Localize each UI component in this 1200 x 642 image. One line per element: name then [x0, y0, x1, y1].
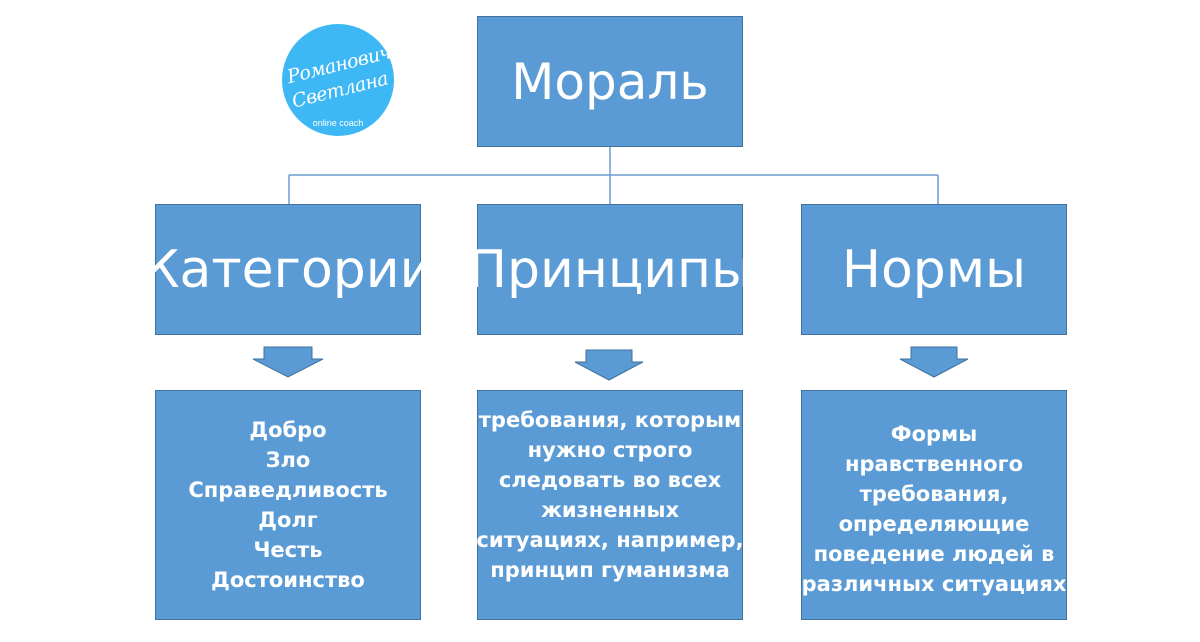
detail-line: жизненных: [540, 498, 680, 522]
detail-line: Формы: [890, 422, 978, 446]
root-node: Мораль: [477, 16, 743, 147]
branch-node-categories: Категории: [143, 204, 433, 335]
down-arrow-1: [252, 346, 324, 378]
detail-line: нравственного: [845, 452, 1023, 476]
logo-tagline: online coach: [312, 118, 364, 128]
detail-line: требования,: [859, 482, 1009, 506]
detail-line: Честь: [253, 538, 323, 562]
branch-label: Нормы: [841, 239, 1027, 300]
detail-line: поведение людей в: [813, 542, 1055, 566]
detail-node-categories: Добро Зло Справедливость Долг Честь Дост…: [155, 390, 421, 620]
down-arrow-3: [899, 346, 969, 378]
detail-line: Долг: [258, 508, 318, 532]
detail-line: требования, которым: [478, 408, 742, 432]
detail-line: Добро: [249, 418, 327, 442]
branch-label: Принципы: [467, 239, 753, 300]
detail-line: различных ситуациях: [801, 572, 1067, 596]
branch-node-principles: Принципы: [468, 204, 752, 335]
brand-logo: Романович Светлана online coach: [282, 24, 394, 136]
down-arrow-2: [574, 349, 644, 381]
detail-line: Справедливость: [188, 478, 388, 502]
branch-node-norms: Нормы: [801, 204, 1067, 335]
root-label: Мораль: [511, 52, 709, 111]
detail-line: ситуациях, например,: [476, 528, 744, 552]
detail-line: принцип гуманизма: [490, 558, 730, 582]
detail-line: нужно строго: [527, 438, 693, 462]
branch-label: Категории: [142, 239, 434, 300]
detail-line: Достоинство: [211, 568, 365, 592]
detail-node-principles: требования, которым нужно строго следова…: [476, 390, 744, 620]
detail-line: следовать во всех: [498, 468, 722, 492]
detail-line: Зло: [265, 448, 311, 472]
detail-node-norms: Формы нравственного требования, определя…: [801, 390, 1067, 620]
detail-line: определяющие: [838, 512, 1030, 536]
